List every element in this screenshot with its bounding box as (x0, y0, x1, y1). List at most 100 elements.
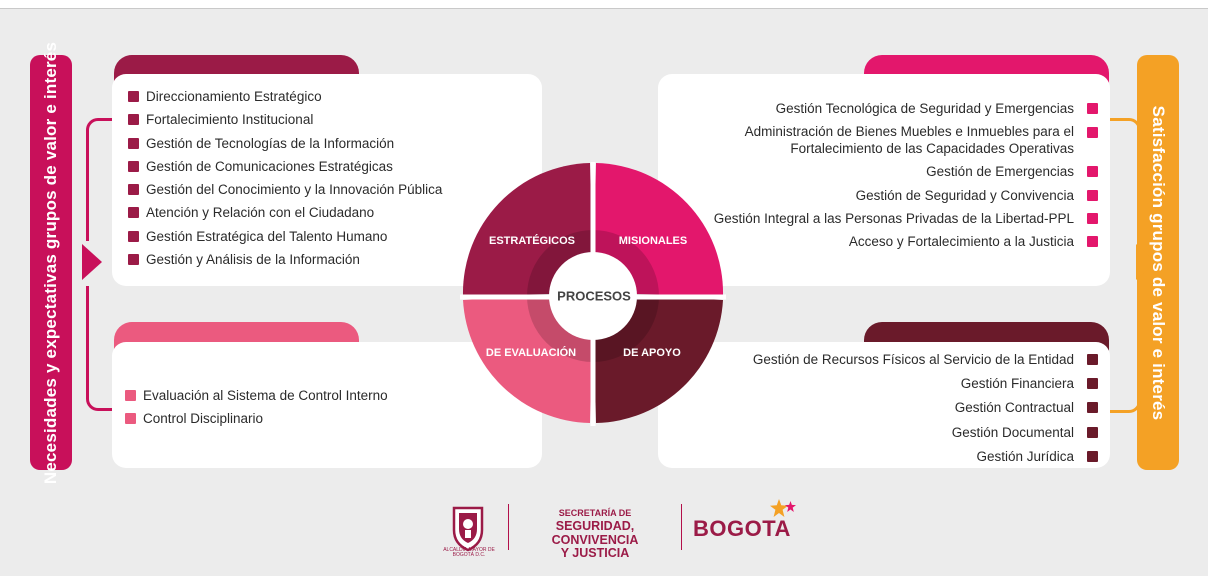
left-bracket-top (86, 118, 115, 241)
list-item-label: Gestión de Emergencias (926, 164, 1074, 180)
quadrant-label-evaluacion: DE EVALUACIÓN (485, 347, 577, 359)
list-item-label: Gestión del Conocimiento y la Innovación… (146, 182, 443, 198)
quadrant-label-estrategicos: ESTRATÉGICOS (489, 235, 575, 247)
needs-expectations-label: Necesidades y expectativas grupos de val… (41, 41, 60, 484)
escudo-caption: ALCALDÍA MAYOR DE BOGOTÁ D.C. (443, 547, 495, 558)
quadrant-label-misionales: MISIONALES (618, 235, 688, 247)
bullet-square-icon (1087, 166, 1098, 178)
bullet-square-icon (1087, 103, 1098, 114)
secretaria-top-text: SECRETARÍA DE (558, 508, 632, 518)
bullet-square-icon (1087, 402, 1098, 414)
bullet-square-icon (1087, 236, 1098, 248)
left-bracket-bottom (86, 286, 115, 411)
misionales-panel (658, 74, 1110, 286)
list-item: Gestión Integral a las Personas Privadas… (690, 207, 1098, 230)
right-bracket-top (1110, 118, 1141, 243)
right-arrow-icon (1136, 244, 1156, 280)
apoyo-panel (658, 342, 1110, 468)
bullet-square-icon (125, 413, 136, 425)
list-item: Gestión Tecnológica de Seguridad y Emerg… (690, 97, 1098, 120)
list-item-label: Gestión de Comunicaciones Estratégicas (146, 158, 393, 174)
list-item-label: Direccionamiento Estratégico (146, 89, 322, 104)
list-item: Acceso y Fortalecimiento a la Justicia (690, 230, 1098, 253)
list-item: Evaluación al Sistema de Control Interno (125, 384, 388, 407)
secretaria-logo: SECRETARÍA DE SEGURIDAD, CONVIVENCIA Y J… (514, 508, 676, 560)
star-icon (770, 499, 788, 517)
bullet-square-icon (1087, 127, 1098, 139)
list-item: Administración de Bienes Muebles e Inmue… (690, 123, 1098, 157)
list-item-label: Administración de Bienes Muebles e Inmue… (744, 124, 1074, 157)
apoyo-list: Gestión de Recursos Físicos al Servicio … (700, 348, 1098, 469)
list-item: Gestión y Análisis de la Información (128, 248, 442, 271)
list-item-label: Control Disciplinario (143, 411, 264, 427)
process-wheel (460, 162, 726, 426)
list-item: Gestión Estratégica del Talento Humano (128, 225, 442, 248)
star-small-icon (785, 501, 796, 512)
list-item: Direccionamiento Estratégico (128, 85, 442, 108)
list-item-label: Gestión Contractual (954, 400, 1074, 416)
list-item: Fortalecimiento Institucional (128, 108, 442, 131)
list-item: Gestión de Emergencias (690, 160, 1098, 183)
bullet-square-icon (1087, 212, 1098, 224)
bogota-logo: BOGOTA (693, 516, 791, 541)
top-border (0, 0, 1208, 9)
bullet-square-icon (128, 230, 139, 242)
wheel-quadrant-estrategicos (462, 163, 593, 296)
list-item-label: Evaluación al Sistema de Control Interno (143, 388, 388, 403)
list-item: Gestión Financiera (700, 372, 1098, 396)
secretaria-mid-text: SEGURIDAD, CONVIVENCIA (551, 519, 639, 547)
secretaria-bottom-text: Y JUSTICIA (560, 546, 630, 560)
bullet-square-icon (128, 160, 139, 172)
right-bracket-bottom (1110, 286, 1141, 413)
evaluacion-list: Evaluación al Sistema de Control Interno… (125, 384, 388, 431)
bullet-square-icon (1087, 426, 1098, 438)
list-item-label: Gestión de Tecnologías de la Información (146, 135, 395, 151)
footer-logos: ALCALDÍA MAYOR DE BOGOTÁ D.C. SECRETARÍA… (0, 496, 1208, 560)
quadrant-label-apoyo: DE APOYO (623, 347, 681, 359)
list-item-label: Gestión Integral a las Personas Privadas… (713, 210, 1074, 226)
list-item: Gestión de Seguridad y Convivencia (690, 184, 1098, 207)
bullet-square-icon (128, 137, 139, 149)
list-item: Gestión Contractual (700, 396, 1098, 420)
list-item: Gestión de Comunicaciones Estratégicas (128, 155, 442, 178)
bullet-square-icon (1087, 189, 1098, 201)
wheel-center (549, 252, 637, 340)
bullet-square-icon (1087, 450, 1098, 462)
bullet-square-icon (125, 390, 136, 401)
bullet-square-icon (128, 184, 139, 196)
list-item-label: Gestión Documental (951, 424, 1074, 440)
bullet-square-icon (128, 207, 139, 219)
coat-of-arms-icon (452, 506, 484, 552)
list-item-label: Atención y Relación con el Ciudadano (146, 205, 375, 221)
wheel-quadrant-misionales (593, 163, 724, 296)
center-label: PROCESOS (557, 288, 631, 304)
list-item: Gestión de Recursos Físicos al Servicio … (700, 348, 1098, 372)
list-item-label: Acceso y Fortalecimiento a la Justicia (848, 234, 1074, 250)
list-item-label: Gestión de Seguridad y Convivencia (855, 187, 1074, 203)
bullet-square-icon (128, 91, 139, 102)
left-arrow-icon (82, 244, 102, 280)
list-item-label: Gestión de Recursos Físicos al Servicio … (752, 352, 1074, 367)
bullet-square-icon (1087, 354, 1098, 365)
bullet-square-icon (128, 114, 139, 126)
list-item: Gestión Documental (700, 421, 1098, 445)
list-item: Atención y Relación con el Ciudadano (128, 201, 442, 224)
list-item-label: Gestión Financiera (960, 376, 1074, 392)
footer-divider (508, 504, 509, 550)
list-item-label: Fortalecimiento Institucional (146, 112, 314, 128)
bullet-square-icon (128, 254, 139, 266)
evaluacion-panel (112, 342, 542, 468)
list-item: Gestión del Conocimiento y la Innovación… (128, 178, 442, 201)
list-item-label: Gestión Tecnológica de Seguridad y Emerg… (775, 101, 1074, 116)
footer-divider (681, 504, 682, 550)
list-item: Control Disciplinario (125, 407, 388, 430)
list-item: Gestión Jurídica (700, 445, 1098, 469)
list-item-label: Gestión Jurídica (976, 448, 1074, 464)
misionales-list: Gestión Tecnológica de Seguridad y Emerg… (690, 97, 1098, 253)
bullet-square-icon (1087, 378, 1098, 390)
needs-expectations-bar: Necesidades y expectativas grupos de val… (30, 41, 72, 484)
list-item-label: Gestión Estratégica del Talento Humano (146, 228, 388, 244)
list-item: Gestión de Tecnologías de la Información (128, 132, 442, 155)
list-item-label: Gestión y Análisis de la Información (146, 252, 360, 268)
